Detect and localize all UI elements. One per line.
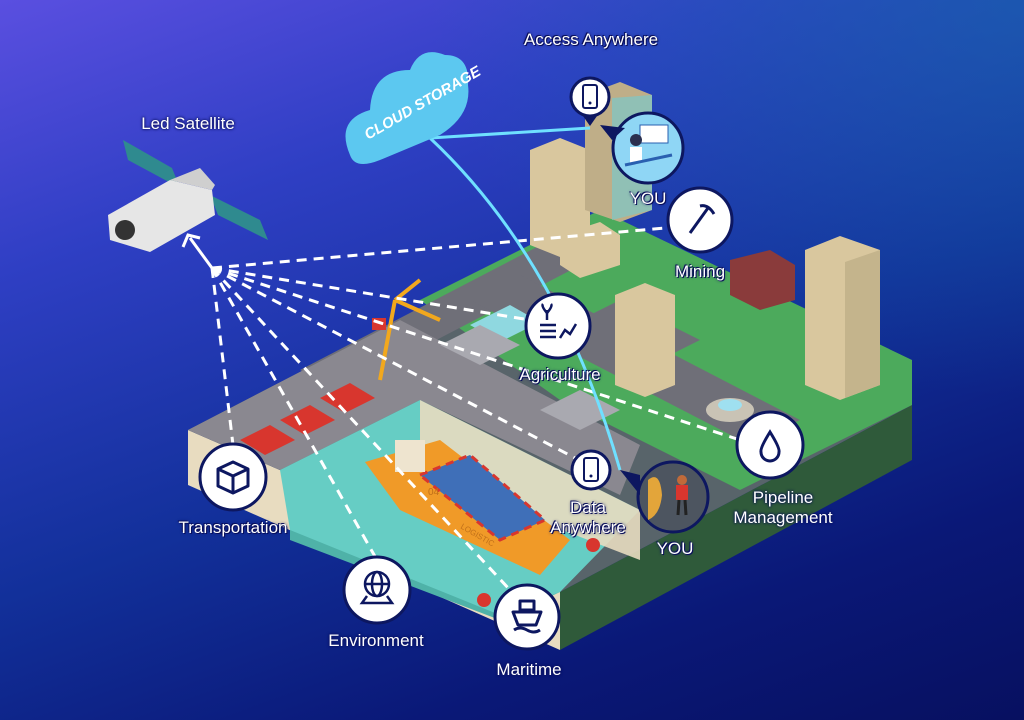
- dock-wall: [420, 400, 640, 560]
- warehouses: [440, 325, 620, 430]
- satellite-links: [210, 226, 741, 592]
- node-agriculture[interactable]: [524, 292, 592, 360]
- node-access[interactable]: [569, 76, 611, 126]
- water-drop-icon: [759, 429, 781, 463]
- buoy: [586, 538, 600, 552]
- label-satellite: Led Satellite: [141, 114, 235, 133]
- cloud-links: [428, 126, 622, 471]
- node-mining[interactable]: [666, 186, 734, 254]
- ship-number: 04: [428, 487, 440, 498]
- satellite-icon: [108, 140, 268, 252]
- cloud-icon: CLOUD STORAGE: [345, 52, 485, 165]
- label-you-field: YOU: [656, 539, 694, 558]
- pickaxe-icon: [688, 204, 716, 234]
- label-mining: Mining: [674, 262, 726, 281]
- label-data-anywhere: Data Anywhere: [550, 498, 626, 537]
- node-transportation[interactable]: [198, 442, 268, 512]
- node-data[interactable]: [570, 449, 612, 491]
- node-maritime[interactable]: [493, 583, 561, 651]
- dock-yard: [188, 320, 640, 495]
- globe-icon: [359, 570, 395, 605]
- ship-icon: [511, 599, 543, 634]
- label-transportation: Transportation: [178, 518, 288, 537]
- field-worker-icon: [648, 475, 688, 520]
- person-at-desk-icon: [624, 124, 673, 167]
- package-box-icon: [216, 460, 250, 495]
- node-you-field[interactable]: [620, 460, 710, 534]
- buoy: [477, 593, 491, 607]
- label-pipeline: Pipeline Management: [733, 488, 833, 527]
- label-agriculture: Agriculture: [519, 365, 601, 384]
- smartphone-icon: [583, 457, 599, 482]
- cargo-ship: 04 LOGISTIC: [365, 440, 570, 575]
- crane: [378, 278, 441, 381]
- node-pipeline[interactable]: [735, 410, 805, 480]
- label-access-anywhere: Access Anywhere: [523, 30, 659, 49]
- label-you-office: YOU: [629, 189, 667, 208]
- node-you-office[interactable]: [600, 111, 685, 185]
- node-environment[interactable]: [342, 555, 412, 625]
- platform-right-side: [560, 405, 912, 650]
- label-maritime: Maritime: [496, 660, 562, 679]
- containers: [240, 383, 375, 455]
- uplink-arrow: [188, 237, 214, 269]
- smartphone-icon: [582, 84, 598, 109]
- plant-growth-icon: [540, 303, 578, 339]
- label-environment: Environment: [328, 631, 424, 650]
